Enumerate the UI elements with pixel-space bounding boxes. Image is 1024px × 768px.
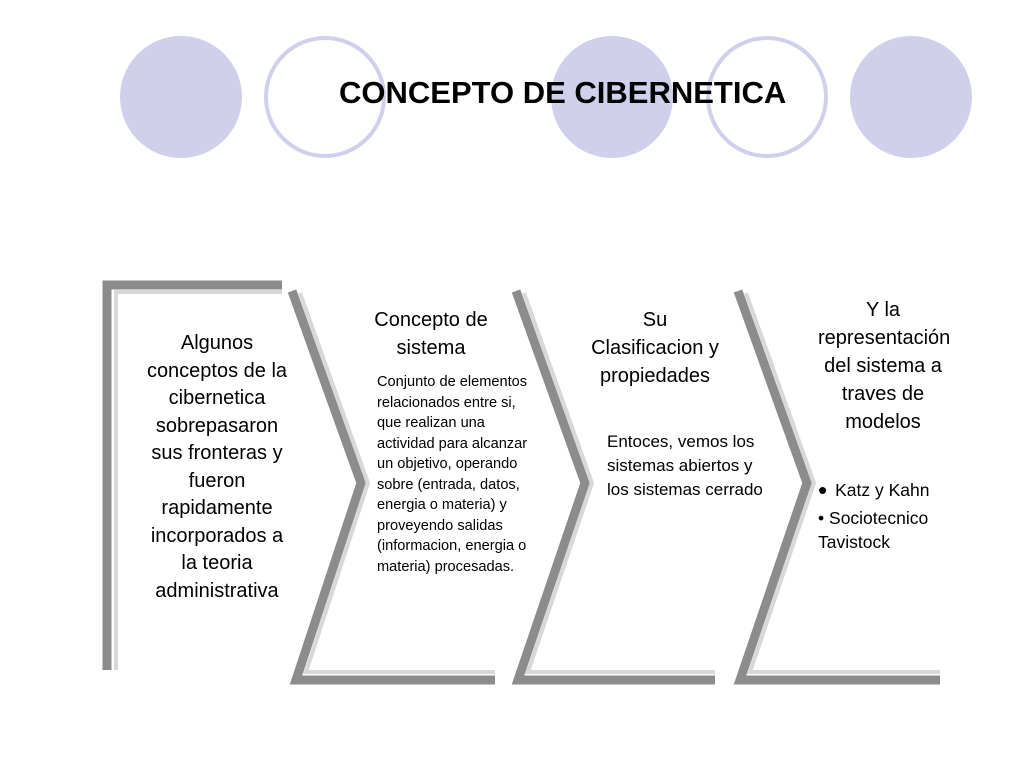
column-2-heading: Concepto de sistema (374, 309, 488, 359)
decorative-circle-2 (264, 36, 386, 158)
bullet-glyph: • (818, 475, 828, 505)
column-1-text: Algunos conceptos de la cibernetica sobr… (146, 332, 288, 602)
chevron-2-outline (287, 289, 495, 685)
column-2-body: Conjunto de elementos relacionados entre… (377, 374, 528, 575)
slide-title: CONCEPTO DE CIBERNETICA (339, 75, 787, 110)
chevron-3-outline (511, 289, 715, 685)
decorative-circle-4 (706, 36, 828, 158)
bullet-glyph: • (818, 508, 825, 528)
chevron-1-outline (102, 280, 282, 670)
chevron-4-outline (733, 289, 940, 685)
bullet-item: • Katz y Kahn (818, 475, 968, 505)
bullet-text: Katz y Kahn (835, 480, 930, 500)
column-4-heading: Y la representación del sistema a traves… (818, 299, 951, 433)
column-3-heading: Su Clasificacion y propiedades (591, 309, 719, 387)
decorative-circle-1 (120, 36, 242, 158)
column-3-body: Entoces, vemos los sistemas abiertos y l… (607, 432, 763, 499)
bullet-item: • Sociotecnico Tavistock (818, 506, 968, 554)
decorative-circle-5 (850, 36, 972, 158)
column-4-bullets: • Katz y Kahn • Sociotecnico Tavistock (818, 475, 968, 554)
bullet-text: Sociotecnico Tavistock (818, 508, 929, 552)
decorative-circle-3 (551, 36, 673, 158)
